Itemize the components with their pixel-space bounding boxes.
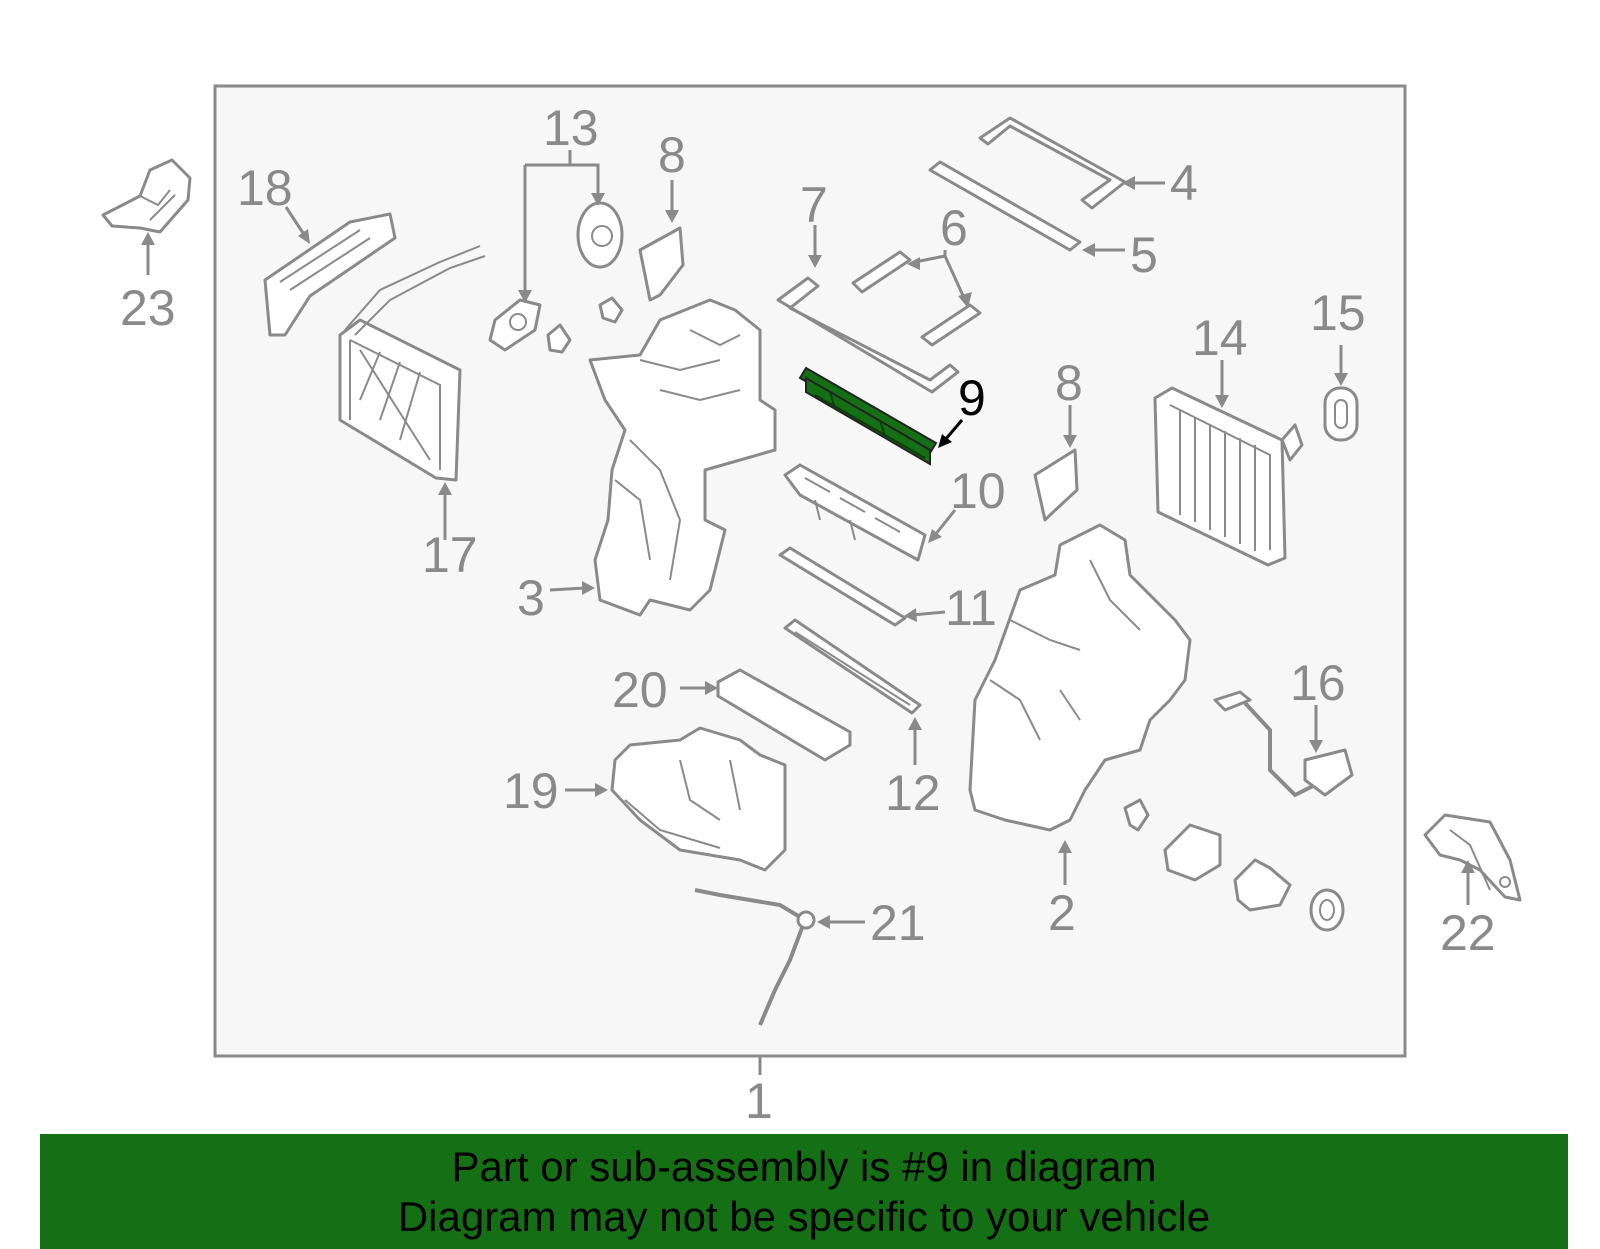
- callout-4: 4: [1170, 155, 1198, 211]
- part-21-hose[interactable]: [694, 888, 816, 1026]
- callout-9: 9: [958, 370, 986, 426]
- callout-12: 12: [885, 765, 941, 821]
- part-18-duct[interactable]: [263, 212, 397, 337]
- info-banner: Part or sub-assembly is #9 in diagram Di…: [40, 1134, 1568, 1249]
- part-16-sensor[interactable]: [1213, 690, 1354, 798]
- callout-21: 21: [870, 895, 926, 951]
- part-12-strip[interactable]: [783, 618, 922, 715]
- part-8-door-upper[interactable]: [638, 226, 685, 302]
- banner-line-disclaimer: Diagram may not be specific to your vehi…: [397, 1193, 1211, 1240]
- callout-10: 10: [950, 463, 1006, 519]
- part-7-seal[interactable]: [776, 276, 960, 394]
- callout-2: 2: [1048, 885, 1076, 941]
- part-3-case-left[interactable]: [588, 298, 777, 617]
- callout-16: 16: [1290, 655, 1346, 711]
- part-9-cabin-filter[interactable]: [798, 366, 938, 466]
- part-13-actuator[interactable]: [488, 201, 624, 354]
- part-10-filter-frame[interactable]: [783, 463, 927, 562]
- part-15-grommet[interactable]: [1323, 386, 1359, 442]
- callout-19: 19: [503, 763, 559, 819]
- part-23-bracket[interactable]: [101, 158, 192, 234]
- part-19-lower-case[interactable]: [610, 726, 787, 872]
- callout-1: 1: [745, 1073, 773, 1129]
- banner-line-part: Part or sub-assembly is #9 in diagram: [451, 1143, 1157, 1190]
- callout-5: 5: [1130, 227, 1158, 283]
- callout-14: 14: [1192, 310, 1248, 366]
- callout-18: 18: [237, 160, 293, 216]
- part-17-heater-core[interactable]: [338, 245, 486, 482]
- part-4-gasket[interactable]: [978, 116, 1127, 210]
- callout-20: 20: [612, 662, 668, 718]
- part-11-strip[interactable]: [778, 546, 907, 627]
- callout-6: 6: [940, 200, 968, 256]
- part-5-seal-strip[interactable]: [928, 160, 1082, 252]
- callout-8-lower: 8: [1055, 355, 1083, 411]
- part-2-case-right[interactable]: [968, 523, 1192, 832]
- part-20-duct[interactable]: [716, 668, 852, 762]
- callout-23: 23: [120, 280, 176, 336]
- parts-diagram: 1 2 3 4 5 6 7 8 8 9 10 11 12 13 14 15 16…: [101, 84, 1522, 1129]
- small-fittings: [1123, 798, 1345, 932]
- part-6-seal-pair[interactable]: [851, 250, 982, 347]
- part-8-door-lower[interactable]: [1033, 448, 1079, 522]
- part-22-bracket[interactable]: [1423, 813, 1522, 902]
- callout-13: 13: [543, 100, 599, 156]
- callout-7: 7: [800, 177, 828, 233]
- callout-8-upper: 8: [658, 127, 686, 183]
- callout-15: 15: [1310, 285, 1366, 341]
- part-14-evaporator[interactable]: [1153, 386, 1304, 567]
- callout-11: 11: [945, 580, 997, 636]
- callout-22: 22: [1440, 905, 1496, 961]
- callout-17: 17: [422, 527, 478, 583]
- callout-3: 3: [517, 570, 545, 626]
